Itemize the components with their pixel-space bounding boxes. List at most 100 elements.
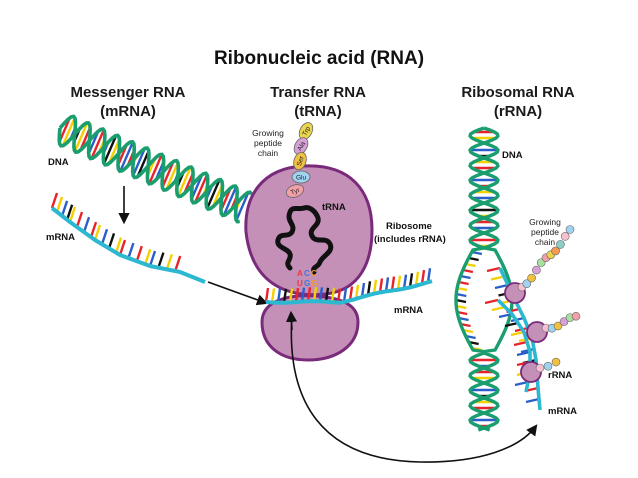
amino-acid: [556, 240, 565, 249]
rrna-heading-abbr: (rRNA): [494, 103, 542, 120]
mrna-base: [114, 237, 123, 253]
codon-letter-2: G: [304, 279, 310, 288]
mrna-base: [118, 239, 127, 256]
dna-base-pair: [102, 134, 118, 165]
mrna-base: [342, 287, 348, 303]
mrna-base: [107, 233, 116, 249]
svg-text:Ser: Ser: [296, 155, 306, 168]
rrna-base: [494, 283, 509, 290]
mrna-base: [330, 288, 336, 303]
dna-label-left: DNA: [48, 157, 69, 168]
translation-arrow-head-start: [285, 310, 298, 331]
amino-acid-ala: Ala: [293, 137, 309, 155]
dna-base-pair: [61, 117, 76, 147]
mrna-label-mid: mRNA: [394, 305, 423, 316]
dna-base-pair: [58, 117, 71, 143]
dna-backbone-strand: [58, 114, 253, 218]
amino-acid-ser: Ser: [293, 151, 307, 171]
dna-backbone-strand: [468, 126, 514, 432]
mrna-base: [270, 288, 276, 303]
mrna-base: [348, 286, 354, 301]
anticodon-top: A C C: [297, 269, 317, 278]
mrna-base: [312, 287, 318, 302]
mrna-base: [402, 274, 408, 289]
mrna-base: [157, 252, 165, 269]
amino-acid-tyr: Tyr: [285, 184, 305, 198]
growing-chain-label-right-2: peptide: [531, 227, 559, 237]
mrna-label-left: mRNA: [46, 232, 75, 243]
anticodon-letter-1: A: [297, 269, 303, 278]
ribosome-small-subunit: [260, 294, 360, 362]
amino-acid-glu: Glu: [291, 170, 311, 184]
mrna-base: [372, 279, 378, 294]
mrna-base: [89, 221, 98, 238]
mrna-base: [127, 242, 135, 259]
rrna-base: [486, 266, 501, 273]
dna-base-pair: [132, 147, 146, 177]
mrna-backbone: [265, 279, 433, 305]
growing-chain-label-mid-2: peptide: [254, 138, 282, 148]
ribosome-large-subunit: [244, 164, 374, 297]
mrna-strand-left: [50, 192, 206, 284]
growing-chain-label-right-3: chain: [535, 237, 556, 247]
svg-text:Tyr: Tyr: [290, 187, 302, 197]
dna-base-pair: [177, 166, 192, 197]
anticodon-letter-2: C: [304, 269, 310, 278]
dna-base-pair: [90, 129, 105, 160]
trna-molecule: [275, 205, 334, 275]
rrna-base: [514, 380, 529, 387]
rrna-heading: Ribosomal RNA: [461, 84, 575, 101]
dna-base-pair: [222, 186, 238, 216]
peptide-chains-right: [517, 225, 581, 373]
trna-label: tRNA: [322, 202, 346, 213]
mrna-base: [282, 288, 288, 303]
mrna-base: [264, 287, 270, 303]
anticodon-letter-3: C: [311, 269, 317, 278]
mrna-base: [148, 250, 157, 267]
rrna-base: [516, 350, 531, 357]
dna-base-pair: [193, 174, 209, 204]
mrna-base: [65, 204, 74, 221]
mrna-base: [414, 271, 420, 286]
mrna-backbone: [50, 206, 206, 284]
amino-acid: [565, 225, 575, 234]
mrna-base: [366, 281, 372, 296]
dna-base-pair: [73, 122, 89, 152]
amino-acid: [532, 265, 541, 275]
amino-acid: [560, 232, 570, 241]
mrna-base: [360, 282, 366, 298]
mrna-base: [390, 276, 396, 291]
mrna-base: [135, 245, 143, 262]
mrna-base: [60, 200, 69, 217]
amino-acid: [551, 357, 561, 367]
dna-helix-left: [57, 114, 253, 224]
amino-acid: [543, 361, 553, 371]
rrna-label: rRNA: [548, 370, 572, 381]
rrna-base: [513, 340, 528, 347]
amino-acid: [559, 317, 569, 326]
mrna-label-right: mRNA: [548, 406, 577, 417]
mrna-base: [420, 269, 426, 285]
mrna-base: [324, 287, 330, 302]
mrna-base: [378, 278, 384, 293]
dna-backbone-strand: [57, 120, 240, 224]
trna-heading-abbr: (tRNA): [294, 103, 341, 120]
mrna-heading: Messenger RNA: [70, 84, 185, 101]
mrna-to-ribosome-arrow: [207, 281, 269, 306]
dna-base-pair: [161, 160, 175, 188]
amino-acid: [535, 363, 545, 373]
svg-text:Trp: Trp: [301, 125, 312, 137]
rrna-base: [490, 275, 505, 281]
mrna-base: [93, 224, 102, 241]
mrna-base: [75, 211, 84, 228]
mrna-base: [100, 228, 109, 245]
mrna-base: [294, 287, 300, 303]
peptide-chain-middle: Trp Ala Ser Glu Tyr: [285, 122, 314, 198]
growing-chain-label-mid-1: Growing: [252, 128, 284, 138]
dna-base-pair: [136, 150, 150, 178]
ribosome-label-sub: (includes rRNA): [374, 234, 446, 245]
rrna-base: [498, 312, 513, 319]
amino-acid: [522, 279, 532, 289]
dna-base-pair: [119, 141, 134, 172]
mrna-base: [50, 192, 59, 209]
